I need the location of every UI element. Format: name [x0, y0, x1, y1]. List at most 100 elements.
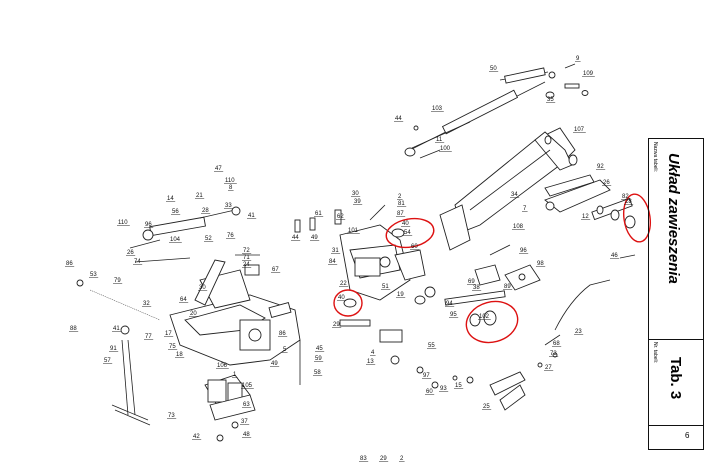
callout-label: 14 — [167, 196, 174, 202]
callout-label: 29 — [333, 322, 340, 328]
callout-label: 26 — [603, 180, 610, 186]
callout-label: 106 — [217, 363, 228, 369]
callout-label: 35 — [547, 97, 554, 103]
callout-label: 38 — [473, 285, 480, 291]
callout-label: 96 — [520, 248, 527, 254]
callout-label: 30 — [352, 191, 359, 197]
callout-label: 104 — [170, 237, 181, 243]
highlight-circle-right — [623, 193, 651, 243]
callout-label: 27 — [545, 365, 552, 371]
page-number: 6 — [685, 431, 690, 440]
callout-label: 92 — [597, 164, 604, 170]
callout-label: 47 — [215, 166, 222, 172]
callout-label: 103 — [432, 106, 443, 112]
callout-label: 51 — [382, 284, 389, 290]
callout-label: 18 — [176, 352, 183, 358]
callout-label: 21 — [196, 193, 203, 199]
table-name-value: Układ zawieszenia — [665, 153, 682, 284]
callout-label: 96 — [145, 222, 152, 228]
callout-label: 34 — [511, 192, 518, 198]
callout-label: 86 — [66, 261, 73, 267]
rod-and-chain — [76, 257, 191, 321]
callout-label: 52 — [205, 236, 212, 242]
callout-label: 40 — [338, 295, 345, 301]
callout-label: 109 — [583, 71, 594, 77]
long-cylinder — [404, 81, 546, 159]
callout-label: 107 — [574, 127, 585, 133]
main-arm — [439, 127, 578, 251]
table-number-value: Tab. 3 — [667, 357, 684, 400]
callout-label: 4 — [371, 350, 375, 356]
callout-label: 17 — [165, 331, 172, 337]
callout-label: 22 — [340, 281, 347, 287]
callout-label: 60 — [426, 389, 433, 395]
callout-label: 13 — [367, 359, 374, 365]
callout-label: 49 — [271, 361, 278, 367]
callout-label: 97 — [423, 373, 430, 379]
callout-label: 73 — [168, 413, 175, 419]
callout-label: 101 — [348, 228, 359, 234]
callout-label: 64 — [180, 297, 187, 303]
callout-label: 23 — [575, 329, 582, 335]
callout-label: 108 — [513, 224, 524, 230]
callout-label: 41 — [248, 213, 255, 219]
callout-label: 29 — [380, 456, 387, 462]
callout-label: 77 — [145, 334, 152, 340]
callout-label: 32 — [143, 301, 150, 307]
callout-label: 15 — [455, 383, 462, 389]
callout-label: 26 — [127, 250, 134, 256]
right-pin-assembly — [591, 193, 651, 243]
highlight-circle-left — [333, 289, 363, 317]
callout-label: 12 — [582, 214, 589, 220]
callout-label: 74 — [134, 259, 141, 265]
callout-label: 5 — [283, 347, 287, 353]
callout-label: 102 — [479, 314, 490, 320]
callout-label: 48 — [243, 432, 250, 438]
highlight-circle-lower — [465, 300, 519, 344]
callout-label: 73 — [550, 351, 557, 357]
callout-label: 98 — [537, 261, 544, 267]
callout-label: 25 — [483, 404, 490, 410]
callout-label: 7 — [523, 206, 527, 212]
callout-label: 95 — [450, 312, 457, 318]
callout-label: 30 — [199, 285, 206, 291]
callout-label: 93 — [440, 386, 447, 392]
callout-label: 49 — [311, 235, 318, 241]
callout-label: 100 — [440, 146, 451, 152]
callout-label: 46 — [611, 253, 618, 259]
callout-label: 87 — [397, 211, 404, 217]
left-cylinder — [129, 206, 241, 249]
callout-label: 56 — [172, 209, 179, 215]
callout-label: 19 — [397, 292, 404, 298]
callout-label: 45 — [316, 346, 323, 352]
lever-parts — [452, 244, 541, 411]
callout-label: 60 — [411, 244, 418, 250]
highlight-circle-center — [385, 217, 435, 249]
callout-label: 59 — [315, 356, 322, 362]
callout-label: 79 — [114, 278, 121, 284]
callout-label: 110 — [225, 178, 235, 184]
callout-label: 94 — [446, 301, 453, 307]
callout-label: 44 — [292, 235, 299, 241]
table-name-cell: Nazwa tabeli: Układ zawieszenia — [649, 139, 703, 340]
callout-label: 75 — [169, 344, 176, 350]
callout-label: 8 — [229, 185, 233, 191]
callout-labels: 5091093510344111001073039622874054609226… — [65, 56, 634, 462]
callout-label: 2 — [400, 456, 404, 462]
callout-label: 28 — [625, 199, 632, 205]
callout-label: 44 — [395, 116, 402, 122]
callout-label: 39 — [354, 199, 361, 205]
callout-label: 9 — [576, 56, 580, 62]
callout-label: 83 — [360, 456, 367, 462]
callout-label: 84 — [329, 259, 336, 265]
bushing-left — [333, 289, 363, 317]
callout-label: 41 — [113, 326, 120, 332]
upper-cylinder — [499, 63, 589, 99]
stand — [111, 325, 151, 426]
callout-label: 24 — [243, 262, 250, 268]
callout-label: 1 — [233, 372, 237, 378]
lower-pin-assembly — [414, 286, 519, 344]
callout-label: 20 — [190, 311, 197, 317]
